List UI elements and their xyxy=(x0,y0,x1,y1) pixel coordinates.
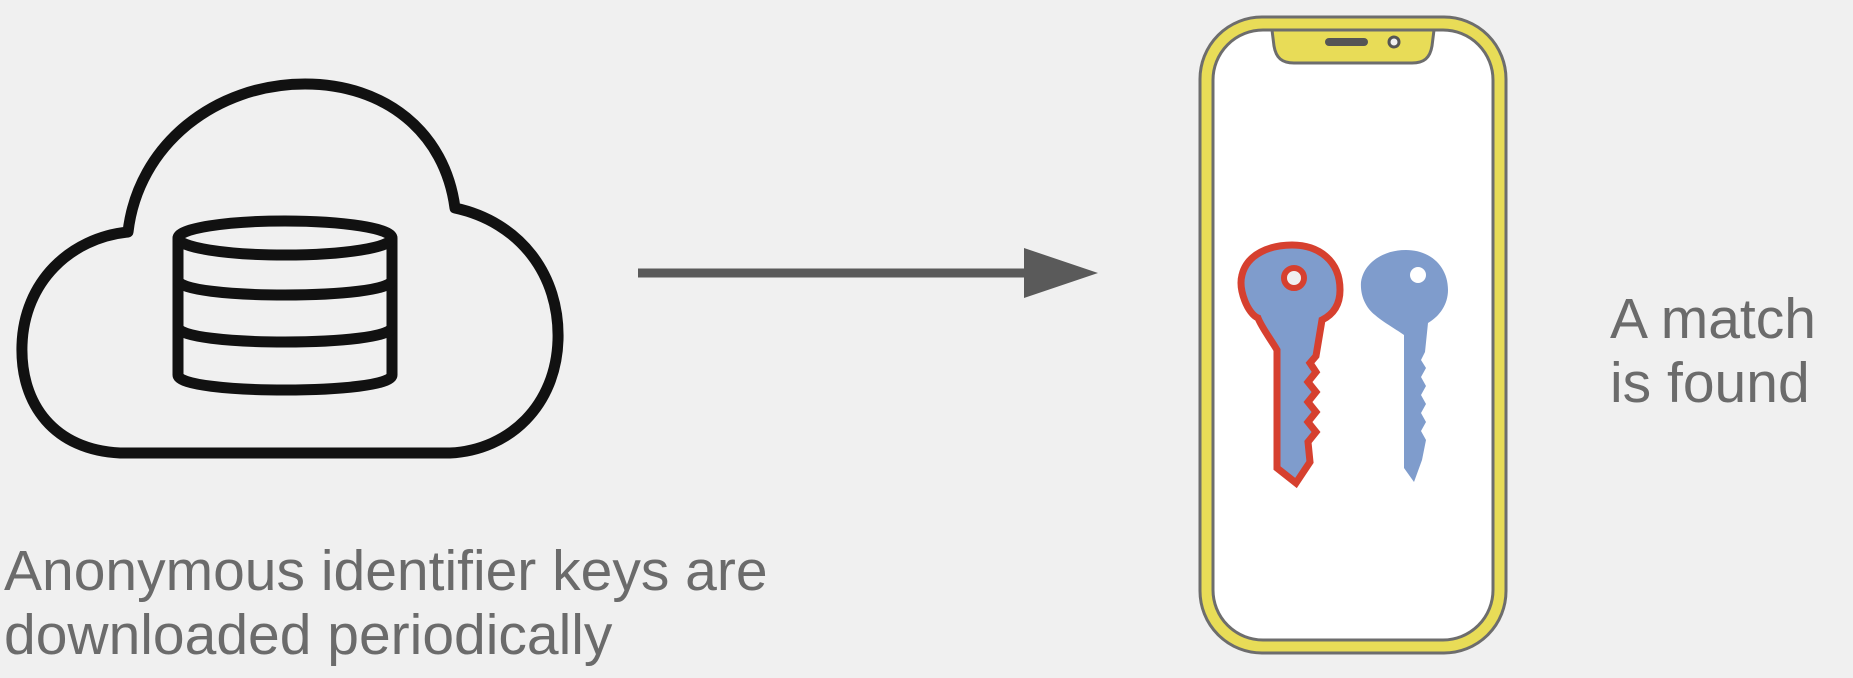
download-caption-line-2: downloaded periodically xyxy=(4,602,613,667)
arrow-right-icon xyxy=(638,248,1098,298)
download-caption-line-1: Anonymous identifier keys are xyxy=(4,539,768,603)
phone-notch xyxy=(1270,28,1436,65)
match-caption: A match is found xyxy=(1610,287,1850,416)
smartphone-icon xyxy=(1198,15,1508,655)
camera-icon xyxy=(1387,35,1401,49)
match-caption-line-1: A match xyxy=(1610,287,1816,351)
match-caption-line-2: is found xyxy=(1610,350,1810,415)
speaker-icon xyxy=(1325,38,1368,46)
database-icon xyxy=(172,215,398,396)
key-icon-highlighted xyxy=(1237,241,1344,489)
key-icon-plain xyxy=(1360,250,1448,482)
download-caption: Anonymous identifier keys are downloaded… xyxy=(4,539,904,668)
